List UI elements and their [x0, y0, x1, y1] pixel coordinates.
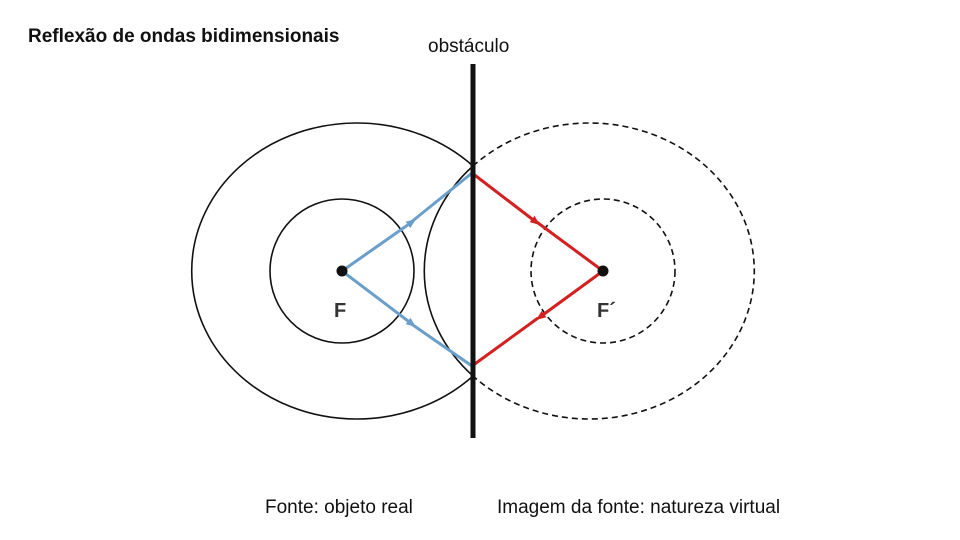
reflected-ray-lower-b — [535, 269, 604, 320]
reflected-ray-upper-b — [533, 218, 604, 273]
incident-ray-upper-a — [341, 219, 417, 273]
real-wavefront-inner — [269, 198, 415, 344]
incident-ray-lower-a — [341, 269, 416, 328]
obstacle-label: obstáculo — [428, 36, 510, 57]
incident-ray-lower-b — [409, 321, 473, 368]
virtual-wavefront-inner — [530, 198, 676, 344]
focus-virtual-label: F´ — [597, 300, 616, 322]
caption-real-source: Fonte: objeto real — [265, 497, 413, 518]
focus-real-dot — [336, 265, 348, 277]
page-title: Reflexão de ondas bidimensionais — [28, 26, 340, 47]
virtual-wavefront-outer — [472, 122, 755, 420]
incident-ray-upper-b — [409, 171, 473, 225]
focus-virtual-dot — [597, 265, 609, 277]
reflected-ray-lower-a — [471, 316, 539, 368]
reflected-ray-upper-a — [471, 171, 540, 226]
real-wavefront-outer — [191, 122, 474, 420]
caption-virtual-image: Imagem da fonte: natureza virtual — [497, 497, 781, 518]
focus-real-label: F — [334, 300, 347, 322]
reflected-wavefront-inside — [423, 165, 474, 377]
